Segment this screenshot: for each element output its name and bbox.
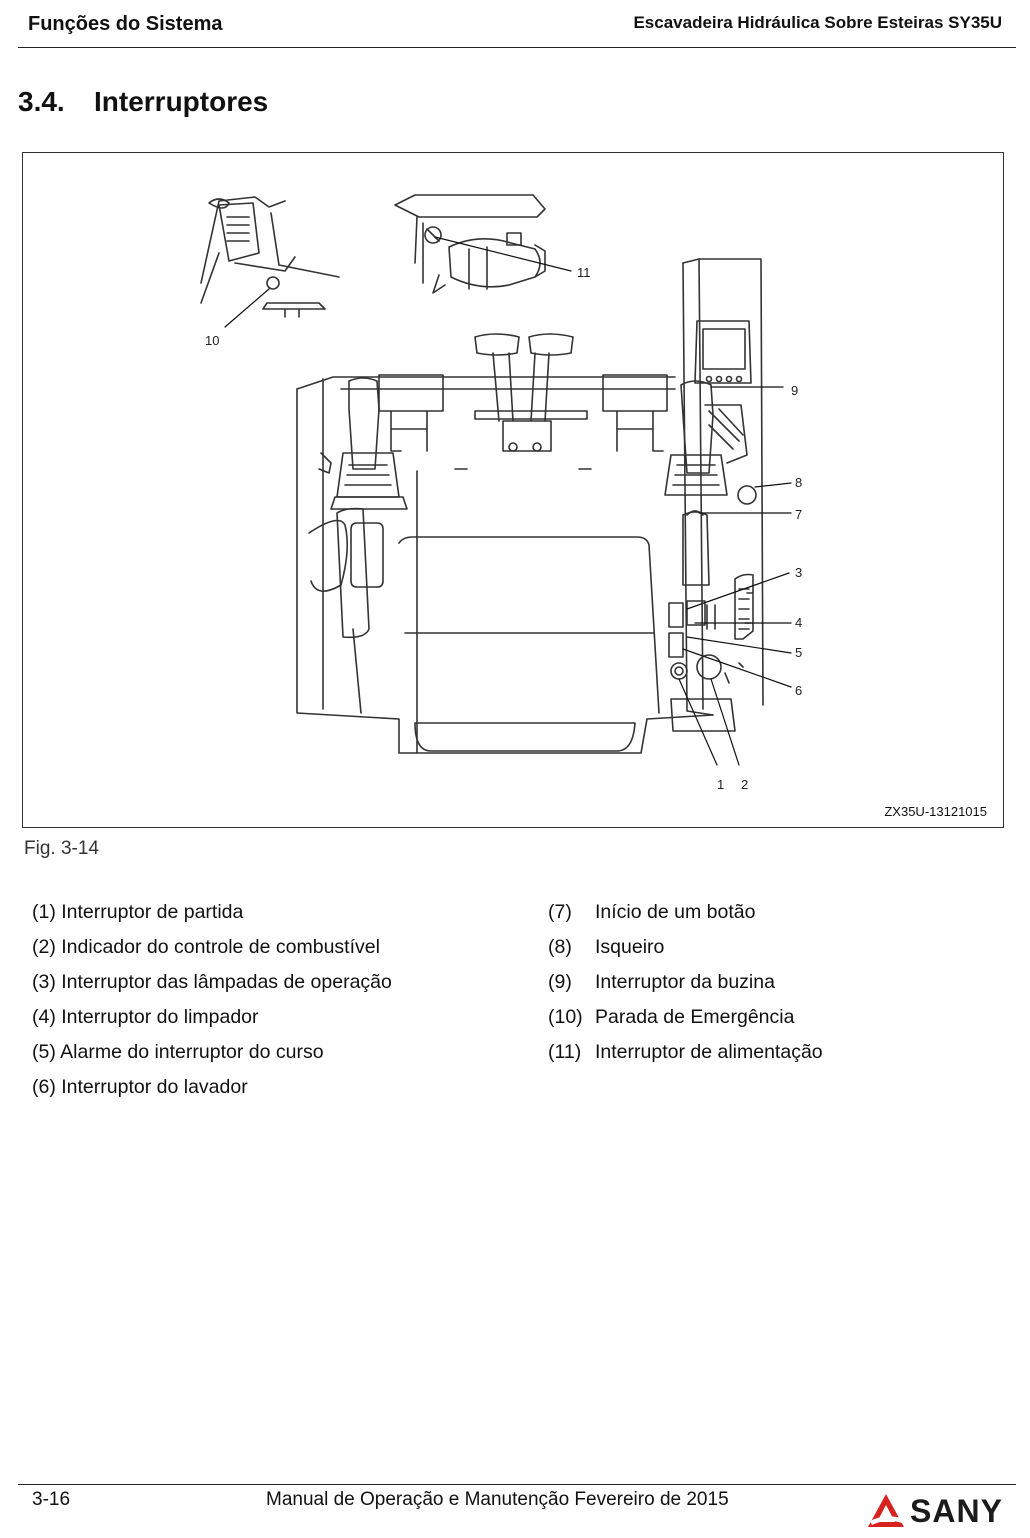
section-heading: 3.4. Interruptores bbox=[18, 86, 268, 118]
callout-2: 2 bbox=[741, 777, 748, 792]
manual-title: Manual de Operação e Manutenção Fevereir… bbox=[266, 1489, 729, 1510]
callout-10: 10 bbox=[205, 333, 219, 348]
legend-item: (1) Interruptor de partida bbox=[32, 901, 244, 923]
legend-item: (6) Interruptor do lavador bbox=[32, 1076, 248, 1098]
legend-text: Início de um botão bbox=[595, 901, 756, 923]
legend-text: Interruptor de alimentação bbox=[595, 1041, 823, 1063]
callout-6: 6 bbox=[795, 683, 802, 698]
callout-8: 8 bbox=[795, 475, 802, 490]
callout-numbers: 1 2 3 4 5 6 7 8 9 10 11 bbox=[205, 265, 802, 792]
callout-7: 7 bbox=[795, 507, 802, 522]
legend-number: (10) bbox=[548, 1006, 583, 1028]
header-right-title: Escavadeira Hidráulica Sobre Esteiras SY… bbox=[633, 13, 1002, 32]
callout-4: 4 bbox=[795, 615, 802, 630]
cab-floor bbox=[296, 376, 714, 754]
legend-item: (11) Interruptor de alimentação bbox=[548, 1035, 823, 1070]
page-header: Funções do Sistema Escavadeira Hidráulic… bbox=[18, 0, 1016, 48]
legend-number: (9) bbox=[548, 971, 572, 993]
emergency-stop-detail bbox=[200, 196, 340, 318]
legend-item: (4) Interruptor do limpador bbox=[32, 1006, 259, 1028]
legend-number: (7) bbox=[548, 901, 572, 923]
figure-code: ZX35U-13121015 bbox=[884, 804, 987, 819]
legend-right-column: (7) Início de um botão (8) Isqueiro (9) Int… bbox=[548, 895, 823, 1070]
section-title: Interruptores bbox=[94, 86, 269, 117]
legend-number: (11) bbox=[548, 1041, 582, 1063]
power-switch-detail bbox=[394, 194, 546, 294]
legend-item: (2) Indicador do controle de combustível bbox=[32, 936, 380, 958]
callout-1: 1 bbox=[717, 777, 724, 792]
right-console bbox=[664, 258, 764, 732]
legend-item: (7) Início de um botão bbox=[548, 895, 823, 930]
callout-11: 11 bbox=[577, 265, 591, 280]
cab-switches-figure: 1 2 3 4 5 6 7 8 9 10 11 ZX35U-13121015 bbox=[22, 152, 1004, 828]
legend-item: (3) Interruptor das lâmpadas de operação bbox=[32, 971, 392, 993]
legend-item: (9) Interruptor da buzina bbox=[548, 965, 823, 1000]
sany-logo: SANY bbox=[864, 1491, 1014, 1531]
header-left-title: Funções do Sistema bbox=[28, 13, 223, 35]
legend-left-column: (1) Interruptor de partida (2) Indicador… bbox=[32, 895, 392, 1105]
left-joystick bbox=[330, 377, 408, 510]
legend-number: (8) bbox=[548, 936, 572, 958]
callout-9: 9 bbox=[791, 383, 798, 398]
legend-text: Parada de Emergência bbox=[595, 1006, 795, 1028]
section-number: 3.4. bbox=[18, 86, 65, 117]
page-number: 3-16 bbox=[32, 1489, 71, 1510]
leader-lines bbox=[224, 236, 792, 766]
page-footer: 3-16 Manual de Operação e Manutenção Fev… bbox=[18, 1484, 1016, 1535]
figure-caption: Fig. 3-14 bbox=[24, 838, 99, 859]
legend-item: (10) Parada de Emergência bbox=[548, 1000, 823, 1035]
legend-item: (5) Alarme do interruptor do curso bbox=[32, 1041, 324, 1063]
legend-text: Interruptor da buzina bbox=[595, 971, 775, 993]
sany-logo-icon bbox=[868, 1494, 904, 1527]
callout-5: 5 bbox=[795, 645, 802, 660]
callout-3: 3 bbox=[795, 565, 802, 580]
legend-text: Isqueiro bbox=[595, 936, 665, 958]
cab-line-drawing: 1 2 3 4 5 6 7 8 9 10 11 bbox=[200, 194, 802, 792]
sany-logo-word: SANY bbox=[910, 1493, 1003, 1529]
legend-item: (8) Isqueiro bbox=[548, 930, 823, 965]
travel-levers bbox=[474, 333, 588, 452]
seat-brackets bbox=[378, 374, 668, 470]
